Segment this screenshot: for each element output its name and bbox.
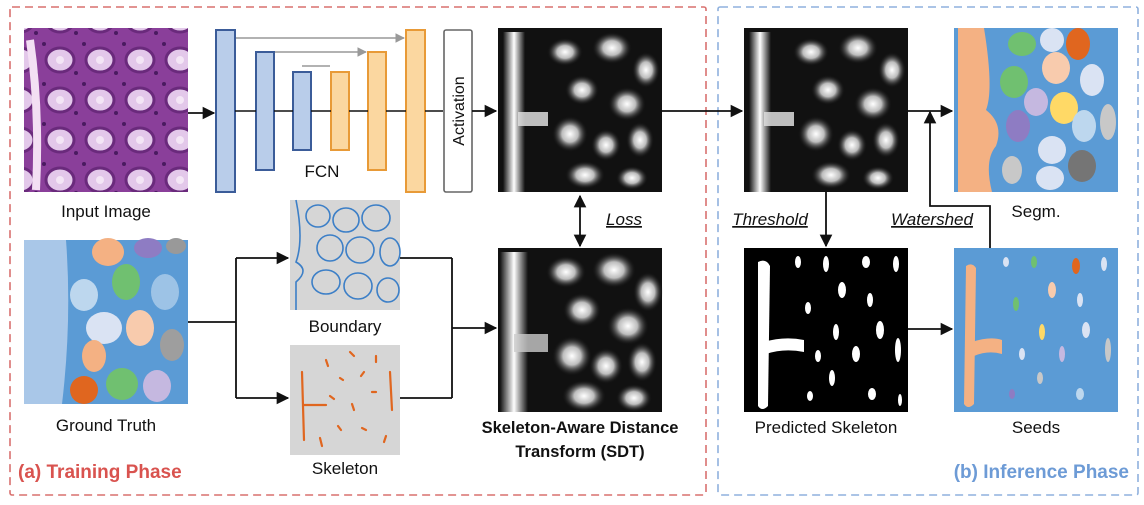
decoder-layer-1 bbox=[330, 71, 350, 151]
skeleton-label: Skeleton bbox=[312, 459, 378, 478]
ground-truth-image bbox=[24, 238, 188, 404]
inference-phase-border bbox=[717, 6, 1139, 496]
fcn-label: FCN bbox=[305, 162, 340, 181]
predicted-skeleton-image bbox=[744, 248, 908, 412]
seeds-label: Seeds bbox=[1012, 418, 1060, 437]
training-phase-title: (a) Training Phase bbox=[18, 462, 182, 483]
decoder-layer-3 bbox=[405, 29, 426, 193]
encoder-layer-2 bbox=[255, 51, 275, 171]
encoder-layer-3 bbox=[292, 71, 312, 151]
sdt-label-line-1: Skeleton-Aware Distance bbox=[482, 419, 679, 437]
inference-phase-title: (b) Inference Phase bbox=[954, 462, 1129, 483]
inference-sdt-map bbox=[744, 28, 908, 192]
loss-label: Loss bbox=[606, 210, 642, 229]
threshold-label: Threshold bbox=[732, 210, 808, 229]
predicted-skeleton-label: Predicted Skeleton bbox=[755, 418, 898, 437]
decoder-layer-2 bbox=[367, 51, 387, 171]
training-phase-border bbox=[9, 6, 707, 496]
input-image bbox=[24, 28, 188, 192]
ground-truth-label: Ground Truth bbox=[56, 416, 156, 435]
segmentation-output bbox=[954, 28, 1118, 192]
sdt-label-line-2: Transform (SDT) bbox=[515, 443, 644, 461]
sdt-target-map bbox=[498, 248, 663, 412]
watershed-label: Watershed bbox=[891, 210, 973, 229]
seeds-image bbox=[954, 248, 1118, 412]
skeleton-image bbox=[290, 345, 400, 455]
activation-label: Activation bbox=[451, 76, 468, 145]
encoder-layer-1 bbox=[215, 29, 236, 193]
input-image-label: Input Image bbox=[61, 202, 151, 221]
boundary-label: Boundary bbox=[309, 317, 382, 336]
segm-label: Segm. bbox=[1011, 202, 1060, 221]
fcn-network bbox=[215, 29, 443, 193]
boundary-image bbox=[290, 199, 401, 310]
predicted-sdt-map bbox=[498, 28, 662, 192]
